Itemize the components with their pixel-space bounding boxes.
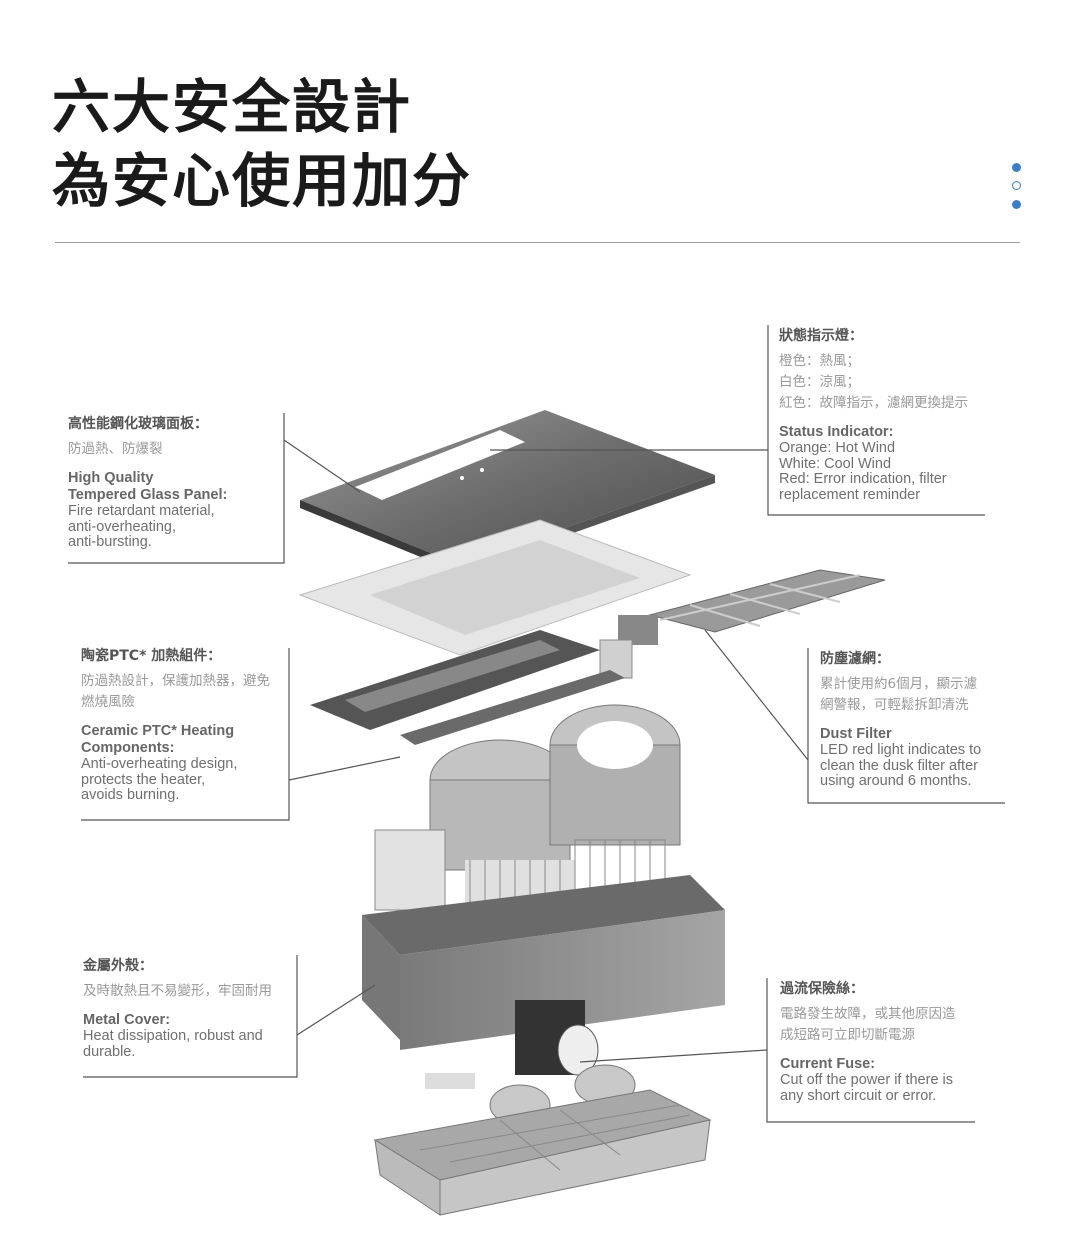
base-tray-part <box>373 1089 712 1216</box>
callout-en-title: Dust Filter <box>820 726 892 742</box>
callout-zh-text: 橙色：熱風； <box>779 353 860 369</box>
callout-dust-filter: 防塵濾網： 累計使用約6個月，顯示濾 網警報，可輕鬆拆卸清洗 Dust Filt… <box>820 648 1010 790</box>
page-title-line2: 為安心使用加分 <box>52 147 473 215</box>
callout-en-text: clean the dusk filter after <box>820 757 978 774</box>
fan-housing-part <box>429 704 681 920</box>
callout-zh-text: 防過熱設計，保護加熱器，避免 <box>81 673 270 689</box>
dust-filter-part <box>648 569 886 633</box>
divider <box>55 242 1020 243</box>
page-title-line1: 六大安全設計 <box>52 73 413 141</box>
callout-zh-title: 陶瓷PTC* 加熱組件： <box>81 648 222 664</box>
metal-cover-part <box>362 829 725 1050</box>
callout-zh-text: 網警報，可輕鬆拆卸清洗 <box>820 697 969 713</box>
callout-en-title: Tempered Glass Panel: <box>68 487 228 503</box>
callout-en-title: Ceramic PTC* Heating <box>81 723 235 739</box>
pager-dot-3[interactable] <box>1012 200 1021 209</box>
callout-zh-title: 高性能鋼化玻璃面板： <box>68 416 208 432</box>
callout-zh-text: 白色：涼風； <box>779 374 860 390</box>
pager-dot-2[interactable] <box>1012 181 1021 190</box>
callout-en-text: protects the heater, <box>81 771 206 788</box>
callout-zh-title: 過流保險絲： <box>780 981 864 997</box>
callout-current-fuse: 過流保險絲： 電路發生故障，或其他原因造 成短路可立即切斷電源 Current … <box>780 978 980 1104</box>
fuse-motor-part <box>425 1000 636 1126</box>
callout-en-text: Red: Error indication, filter <box>779 471 947 487</box>
callout-en-text: Heat dissipation, robust and <box>83 1028 263 1044</box>
callout-en-text: Orange: Hot Wind <box>779 440 896 456</box>
callout-en-text: anti-overheating, <box>68 518 177 535</box>
callout-zh-text: 燃燒風險 <box>81 694 135 710</box>
callout-en-text: Anti-overheating design, <box>81 756 238 772</box>
callout-zh-title: 金屬外殼： <box>83 958 153 974</box>
callout-en-title: Components: <box>81 740 175 756</box>
callout-en-title: Status Indicator: <box>779 424 894 440</box>
callout-zh-text: 及時散熱且不易變形，牢固耐用 <box>83 983 272 999</box>
callout-en-text: replacement reminder <box>779 486 921 503</box>
callout-ptc-heater: 陶瓷PTC* 加熱組件： 防過熱設計，保護加熱器，避免 燃燒風險 Ceramic… <box>81 645 286 804</box>
callout-en-title: Metal Cover: <box>83 1012 171 1028</box>
callout-en-text: Fire retardant material, <box>68 503 215 519</box>
callout-en-text: any short circuit or error. <box>780 1087 937 1104</box>
callout-en-text: durable. <box>83 1043 136 1060</box>
callout-en-text: Cut off the power if there is <box>780 1072 954 1088</box>
callout-zh-text: 電路發生故障，或其他原因造 <box>780 1006 956 1022</box>
ptc-heater-part <box>310 630 625 745</box>
callout-en-title: High Quality <box>68 470 154 486</box>
callout-zh-title: 狀態指示燈： <box>779 328 863 344</box>
callout-en-text: avoids burning. <box>81 787 180 803</box>
callout-metal-cover: 金屬外殼： 及時散熱且不易變形，牢固耐用 Metal Cover: Heat d… <box>83 955 295 1060</box>
callout-en-title: Current Fuse: <box>780 1056 876 1072</box>
pager-dot-1[interactable] <box>1012 163 1021 172</box>
callout-zh-text: 防過熱、防爆裂 <box>68 441 163 457</box>
callout-en-text: anti-bursting. <box>68 534 152 550</box>
callout-status-indicator: 狀態指示燈： 橙色：熱風； 白色：涼風； 紅色：故障指示，濾網更換提示 Stat… <box>779 325 994 503</box>
callout-zh-text: 成短路可立即切斷電源 <box>780 1027 915 1043</box>
callout-en-text: using around 6 months. <box>820 773 972 789</box>
callout-en-text: LED red light indicates to <box>820 742 982 758</box>
frame-part <box>298 519 692 656</box>
callout-zh-text: 紅色：故障指示，濾網更換提示 <box>779 395 968 411</box>
callout-zh-title: 防塵濾網： <box>820 651 890 667</box>
callout-en-text: White: Cool Wind <box>779 455 892 472</box>
leader-lines <box>68 325 1005 1123</box>
callout-zh-text: 累計使用約6個月，顯示濾 <box>820 676 978 692</box>
status-module-part <box>599 615 658 679</box>
